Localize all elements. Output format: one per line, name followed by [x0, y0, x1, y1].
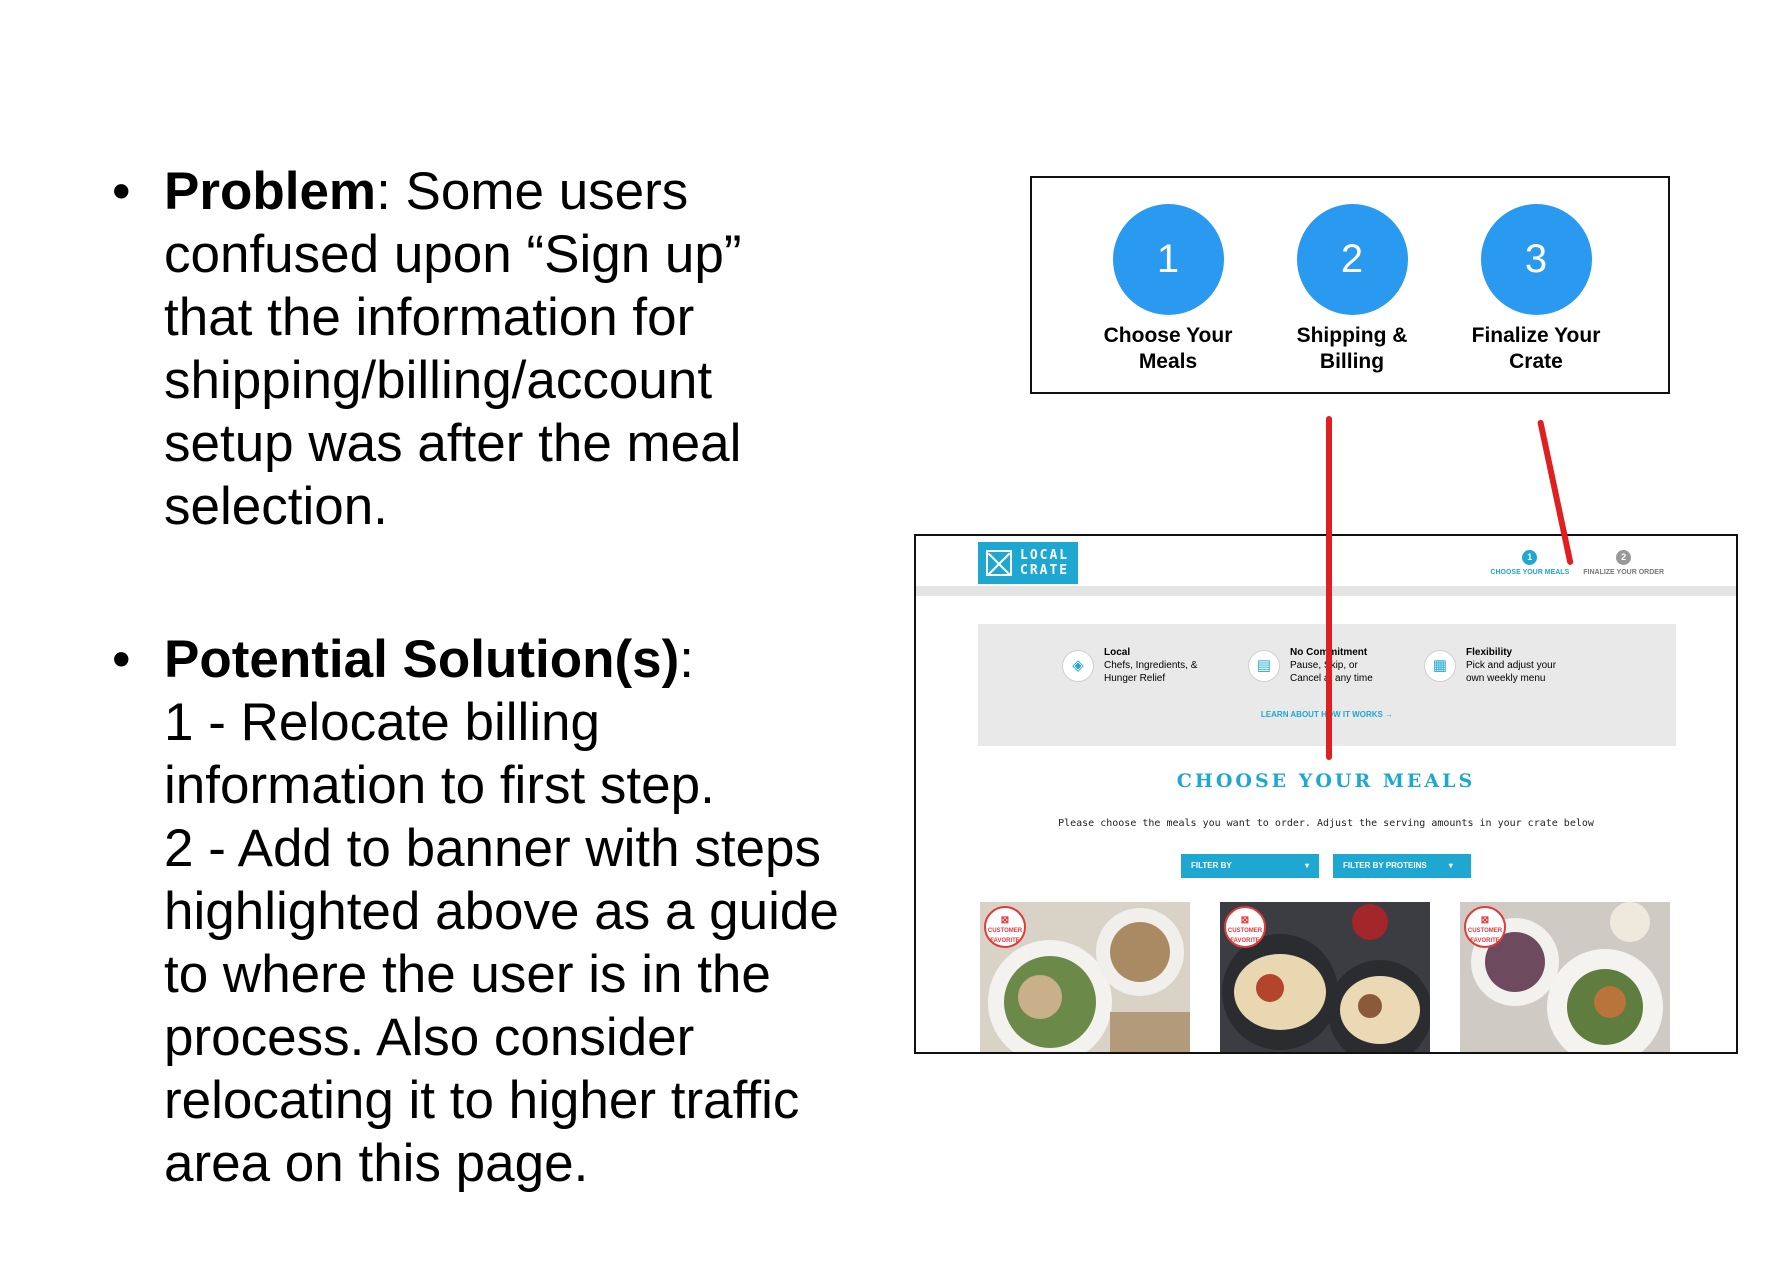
- meal-photo: [1460, 902, 1670, 1052]
- caret-down-icon: ▾: [1448, 861, 1453, 870]
- solution-label: Potential Solution(s): [164, 630, 680, 689]
- step-number: 1: [1112, 204, 1224, 315]
- meal-card[interactable]: ⊠ CUSTOMER FAVORITE: [1460, 902, 1670, 1052]
- solution-line: information to first step.: [164, 756, 715, 815]
- customer-favorite-badge: ⊠ CUSTOMER FAVORITE: [1224, 906, 1266, 948]
- meal-photo: [1220, 902, 1430, 1052]
- solution-line: 2 - Add to banner with steps: [164, 819, 822, 878]
- problem-bullet: • Problem: Some users confused upon “Sig…: [100, 160, 860, 538]
- annotation-line-shipping: [1326, 416, 1332, 760]
- step-3[interactable]: 3 Finalize Your Crate: [1446, 204, 1626, 375]
- step-number: 3: [1480, 204, 1592, 315]
- progress-step-choose[interactable]: 1 CHOOSE YOUR MEALS: [1490, 550, 1570, 576]
- bullet-dot: •: [112, 630, 131, 689]
- customer-favorite-badge: ⊠ CUSTOMER FAVORITE: [984, 906, 1026, 948]
- feature-flexibility: ▦ Flexibility Pick and adjust your own w…: [1424, 646, 1556, 685]
- problem-line: selection.: [164, 477, 388, 536]
- step-label: Crate: [1509, 350, 1563, 373]
- meal-photo: [980, 902, 1190, 1052]
- choose-meals-subtitle: Please choose the meals you want to orde…: [1058, 818, 1594, 829]
- bullet-dot: •: [112, 162, 131, 221]
- caret-down-icon: ▾: [1304, 861, 1309, 870]
- problem-line: shipping/billing/account: [164, 351, 713, 410]
- step-label: Finalize Your: [1471, 324, 1601, 347]
- step-label: Meals: [1138, 350, 1198, 373]
- crate-logo-icon: [986, 550, 1012, 576]
- solution-line: area on this page.: [164, 1134, 589, 1193]
- step-label: Choose Your: [1103, 324, 1233, 347]
- menu-icon: ▦: [1424, 650, 1456, 682]
- crate-badge-icon: ⊠: [1000, 915, 1010, 926]
- solution-line: 1 - Relocate billing: [164, 693, 601, 752]
- solution-line: to where the user is in the: [164, 945, 771, 1004]
- progress-steps: 1 CHOOSE YOUR MEALS 2 FINALIZE YOUR ORDE…: [1490, 550, 1664, 576]
- meal-card[interactable]: ⊠ CUSTOMER FAVORITE: [1220, 902, 1430, 1052]
- solution-line: relocating it to higher traffic: [164, 1071, 800, 1130]
- step-2[interactable]: 2 Shipping & Billing: [1262, 204, 1442, 375]
- local-crate-logo[interactable]: LOCAL CRATE: [978, 542, 1078, 584]
- step-number: 2: [1296, 204, 1408, 315]
- customer-favorite-badge: ⊠ CUSTOMER FAVORITE: [1464, 906, 1506, 948]
- problem-line: that the information for: [164, 288, 695, 347]
- crate-badge-icon: ⊠: [1480, 915, 1490, 926]
- choose-meals-title: CHOOSE YOUR MEALS: [1176, 770, 1476, 792]
- crate-badge-icon: ⊠: [1240, 915, 1250, 926]
- slide-text: • Problem: Some users confused upon “Sig…: [100, 160, 860, 1195]
- feature-local: ◈ Local Chefs, Ingredients, & Hunger Rel…: [1062, 646, 1197, 685]
- solution-line: process. Also consider: [164, 1008, 695, 1067]
- carrot-icon: ◈: [1062, 650, 1094, 682]
- solution-bullet: • Potential Solution(s): 1 - Relocate bi…: [100, 628, 860, 1195]
- solution-line: highlighted above as a guide: [164, 882, 839, 941]
- meal-card[interactable]: ⊠ CUSTOMER FAVORITE: [980, 902, 1190, 1052]
- filter-preference-dropdown[interactable]: FILTER BY PREFERENCE ▾: [1181, 854, 1319, 894]
- filter-proteins-dropdown[interactable]: FILTER BY PROTEINS ▾: [1333, 854, 1471, 878]
- filters: FILTER BY PREFERENCE ▾ FILTER BY PROTEIN…: [916, 854, 1736, 894]
- problem-label: Problem: [164, 162, 377, 221]
- problem-line: setup was after the meal: [164, 414, 742, 473]
- problem-line: confused upon “Sign up”: [164, 225, 742, 284]
- step-label: Shipping &: [1296, 324, 1408, 347]
- step-1[interactable]: 1 Choose Your Meals: [1078, 204, 1258, 375]
- feature-no-commitment: ▤ No Commitment Pause, Skip, or Cancel a…: [1248, 646, 1373, 685]
- progress-step-finalize[interactable]: 2 FINALIZE YOUR ORDER: [1583, 550, 1664, 576]
- document-icon: ▤: [1248, 650, 1280, 682]
- proposed-steps-banner: 1 Choose Your Meals 2 Shipping & Billing…: [1030, 176, 1670, 394]
- step-label: Billing: [1319, 350, 1385, 373]
